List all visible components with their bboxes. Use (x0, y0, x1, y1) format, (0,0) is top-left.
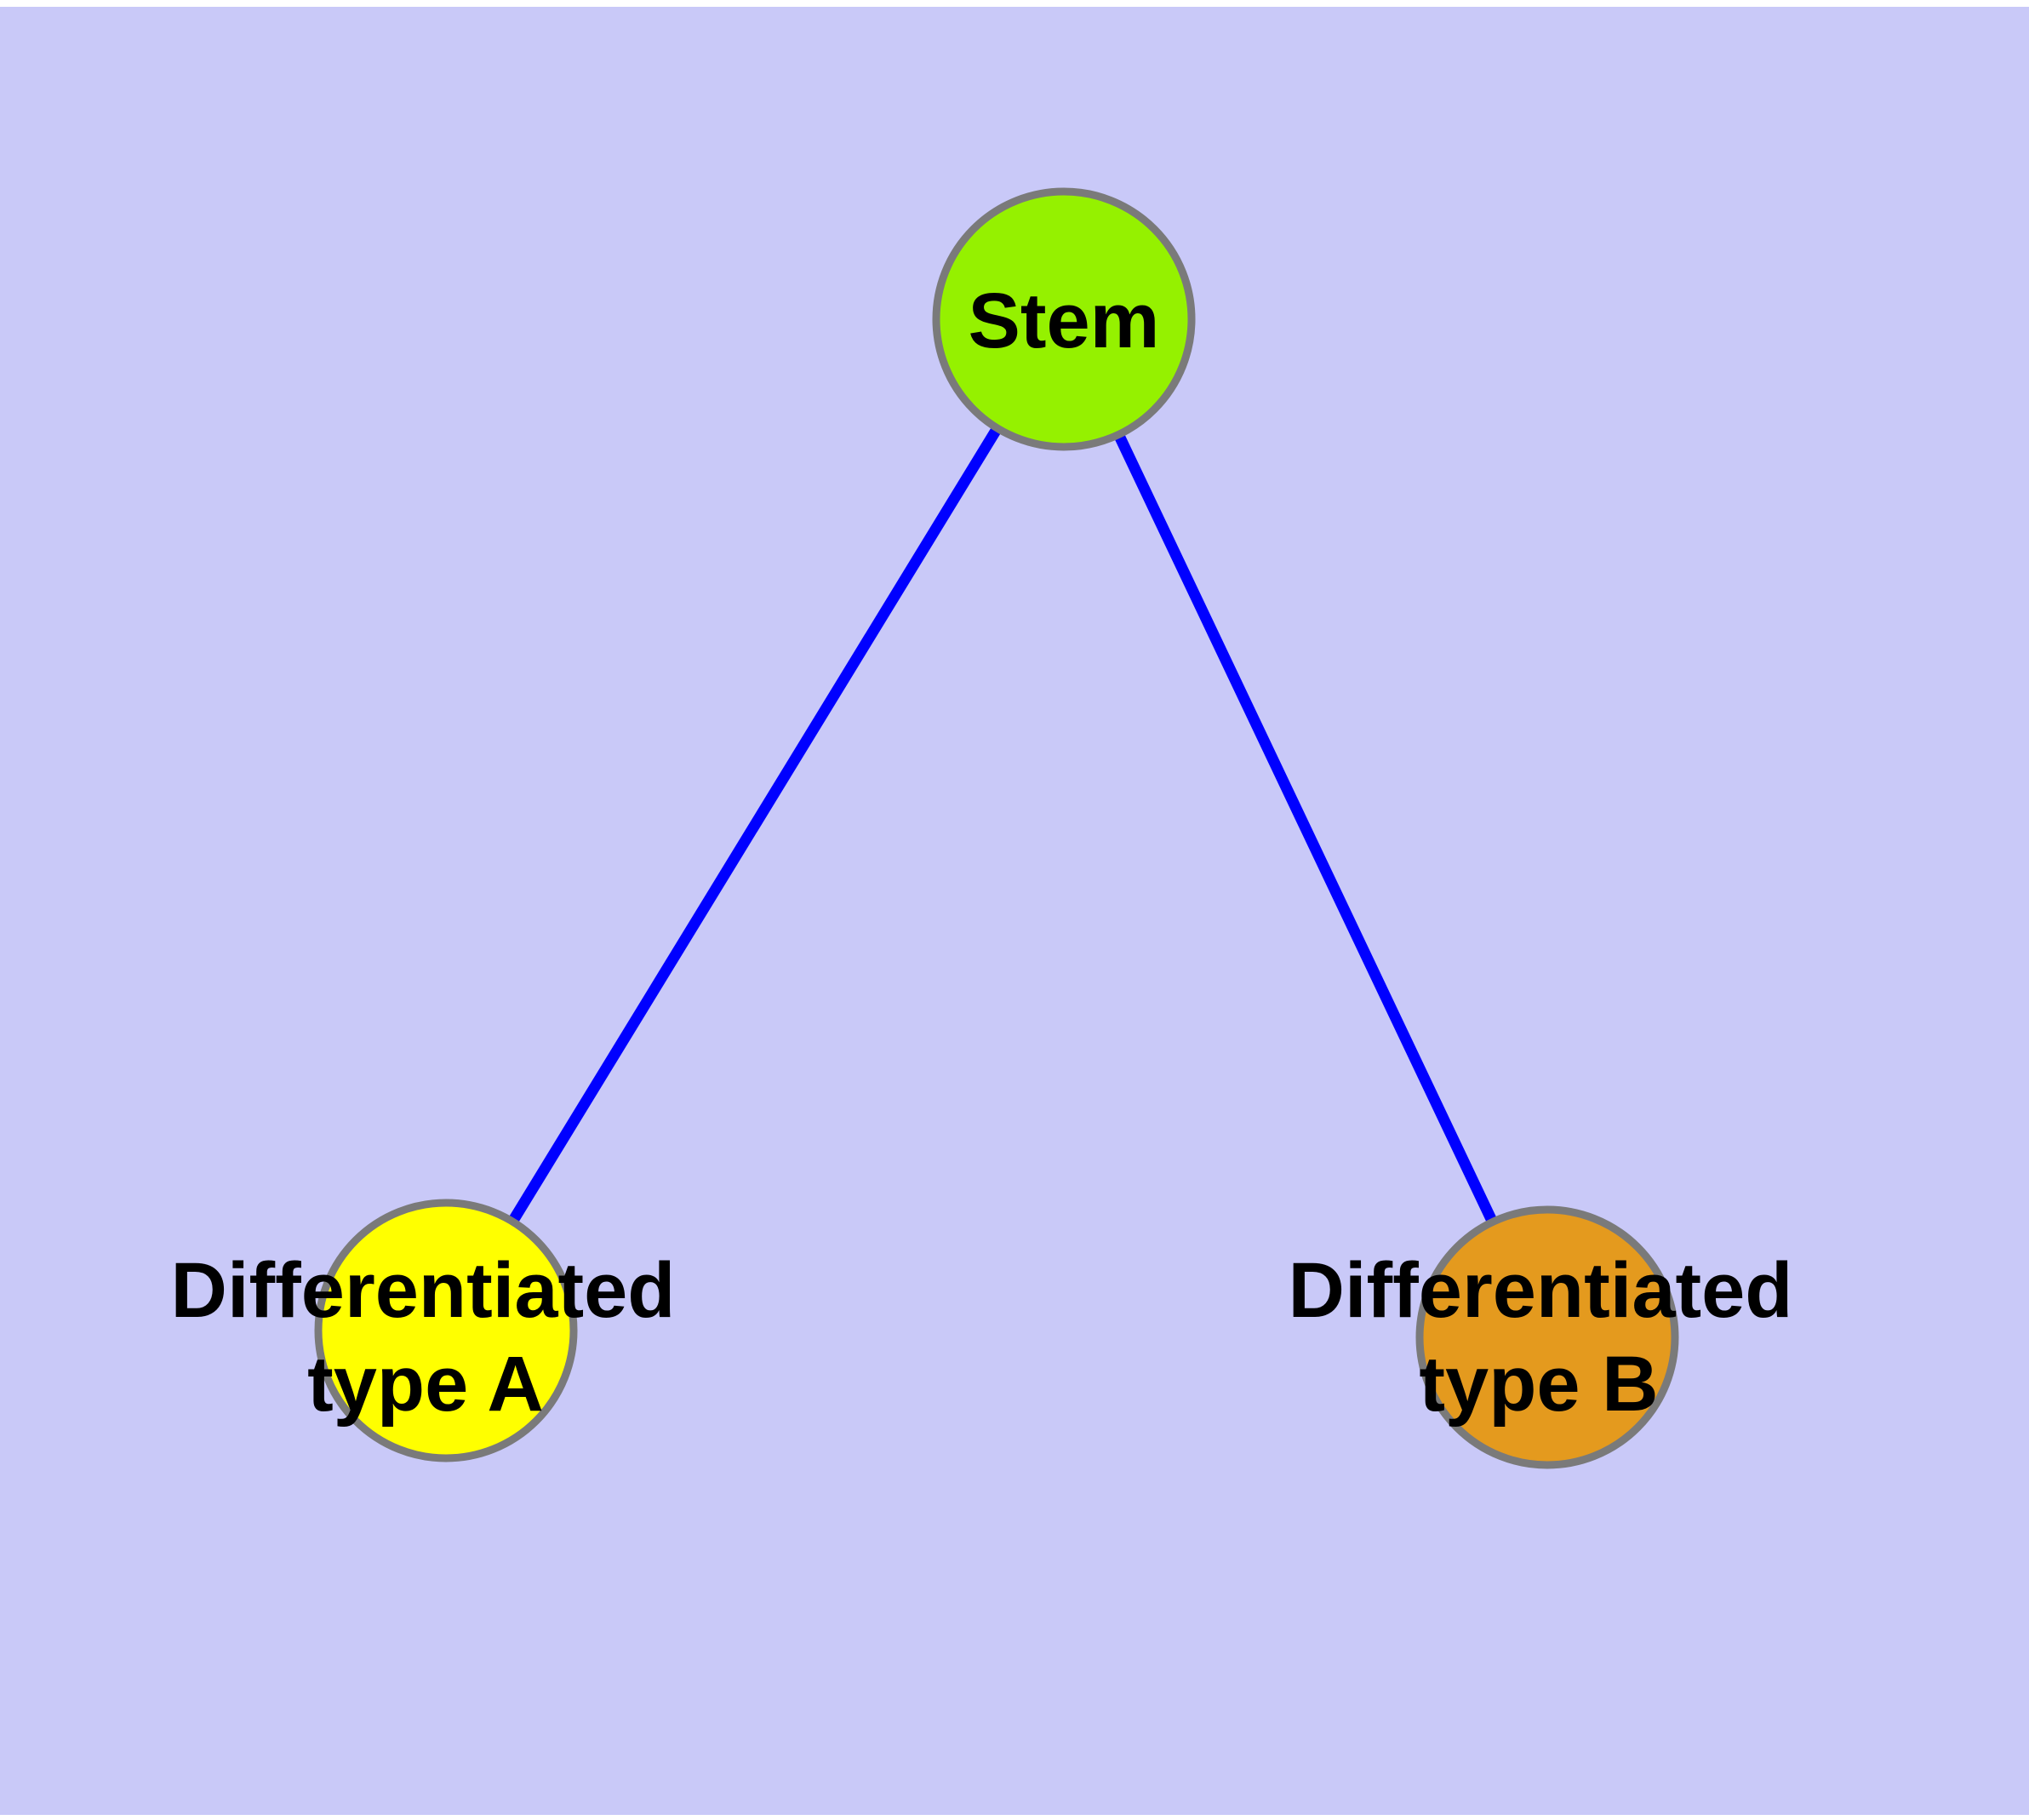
node-stem-label: Stem (969, 278, 1160, 364)
node-type-b-label-line2: type B (1419, 1341, 1658, 1428)
node-type-a-label-line1: Differentiated (171, 1247, 676, 1334)
node-differentiated-type-b (1415, 1205, 1679, 1469)
node-type-b-label-line1: Differentiated (1289, 1247, 1793, 1334)
node-stem (932, 187, 1196, 451)
node-differentiated-type-a (314, 1199, 578, 1462)
node-type-a-label-line2: type A (307, 1341, 544, 1428)
edge-stem-to-type-a (441, 316, 1069, 1334)
edge-stem-to-type-b (1059, 317, 1552, 1340)
